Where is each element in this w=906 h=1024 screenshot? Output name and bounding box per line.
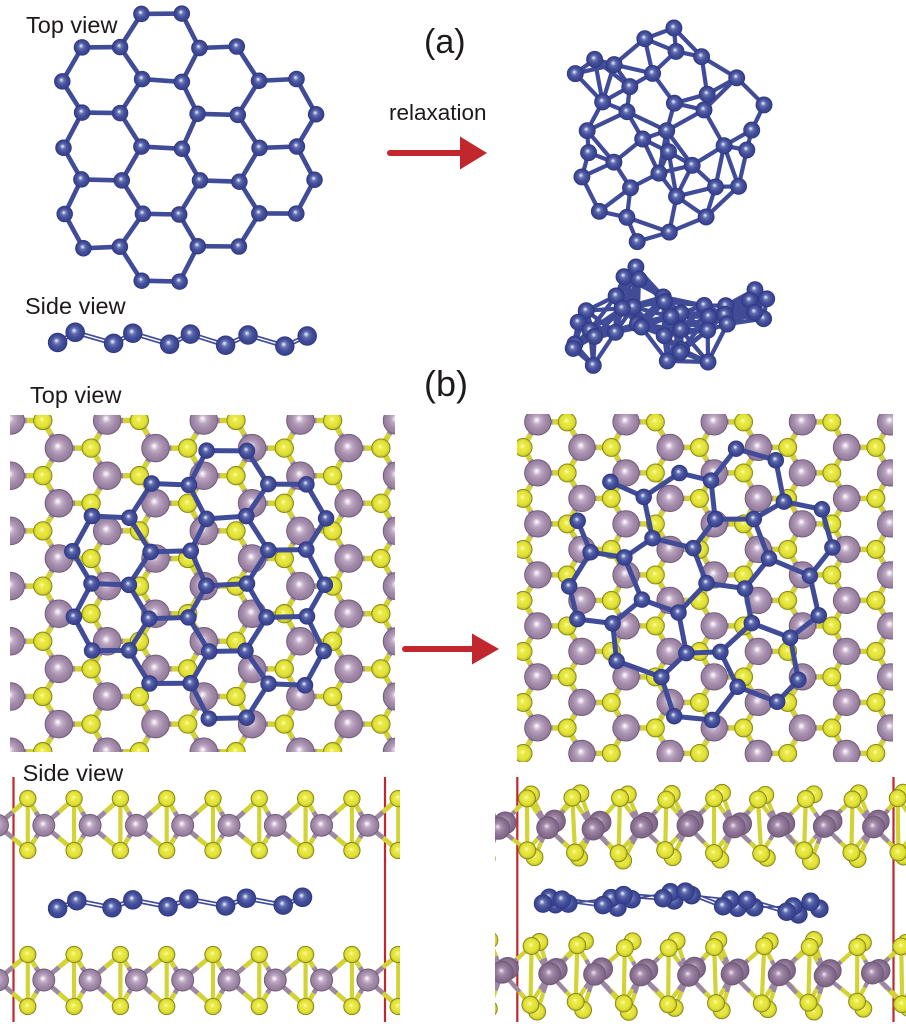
svg-text:(b): (b): [424, 363, 468, 404]
svg-text:Side view: Side view: [25, 293, 127, 319]
svg-text:Side view: Side view: [23, 760, 125, 786]
svg-text:relaxation: relaxation: [389, 100, 487, 125]
svg-text:Top view: Top view: [26, 12, 118, 38]
svg-text:(a): (a): [424, 23, 466, 61]
svg-text:Top view: Top view: [30, 382, 122, 408]
